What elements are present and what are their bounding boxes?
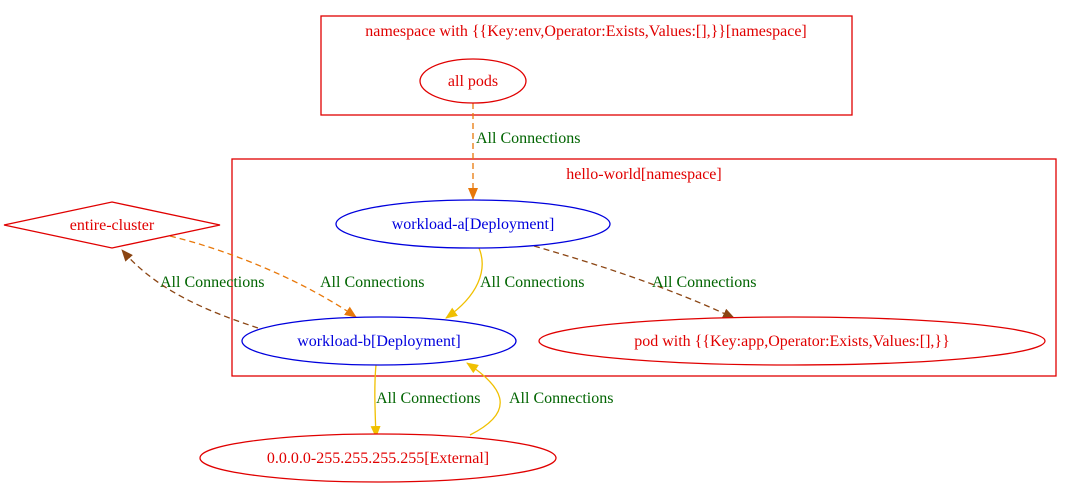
node-workload-a[interactable]: workload-a[Deployment] <box>335 199 611 249</box>
node-label: entire-cluster <box>70 217 155 234</box>
node-all-pods[interactable]: all pods <box>419 58 527 104</box>
edge-line <box>169 235 357 318</box>
node-shape <box>199 433 557 483</box>
edge-label: All Connections <box>509 390 613 407</box>
node-label: 0.0.0.0-255.255.255.255[External] <box>267 450 489 467</box>
cluster-hello-world: hello-world[namespace] <box>231 158 1057 377</box>
edge-external-to-workload-b: All Connections <box>466 362 613 436</box>
node-pod-app[interactable]: pod with {{Key:app,Operator:Exists,Value… <box>538 316 1046 366</box>
edge-label: All Connections <box>476 130 580 147</box>
edge-label: All Connections <box>652 274 756 291</box>
node-shape <box>538 316 1046 366</box>
node-label: all pods <box>448 73 498 90</box>
edge-line <box>445 247 483 319</box>
node-shape <box>241 316 517 366</box>
edge-workload-b-to-entire-cluster: All Connections <box>121 249 264 329</box>
node-label: workload-a[Deployment] <box>392 216 555 233</box>
cluster-hello-world-label: hello-world[namespace] <box>566 166 721 183</box>
edge-workload-a-to-workload-b: All Connections <box>445 247 584 319</box>
node-workload-b[interactable]: workload-b[Deployment] <box>241 316 517 366</box>
node-label: workload-b[Deployment] <box>297 333 461 350</box>
edge-label: All Connections <box>376 390 480 407</box>
edge-line <box>533 245 735 319</box>
edge-line <box>466 362 501 436</box>
cluster-namespace-env-label: namespace with {{Key:env,Operator:Exists… <box>365 23 807 40</box>
edge-label: All Connections <box>160 274 264 291</box>
edge-workload-b-to-external: All Connections <box>370 364 480 438</box>
node-external[interactable]: 0.0.0.0-255.255.255.255[External] <box>199 433 557 483</box>
node-shape <box>3 201 221 249</box>
cluster-namespace-env-border <box>320 15 853 116</box>
edge-entire-cluster-to-workload-b: All Connections <box>169 235 424 318</box>
cluster-hello-world-border <box>231 158 1057 377</box>
edge-label: All Connections <box>320 274 424 291</box>
edge-allpods-to-workload-a: All Connections <box>468 103 580 200</box>
node-shape <box>335 199 611 249</box>
cluster-namespace-env: namespace with {{Key:env,Operator:Exists… <box>320 15 853 116</box>
node-shape <box>419 58 527 104</box>
edge-workload-a-to-pod-app: All Connections <box>533 245 756 319</box>
edge-label: All Connections <box>480 274 584 291</box>
node-entire-cluster[interactable]: entire-cluster <box>3 201 221 249</box>
edge-line <box>370 364 381 438</box>
node-label: pod with {{Key:app,Operator:Exists,Value… <box>634 333 950 350</box>
